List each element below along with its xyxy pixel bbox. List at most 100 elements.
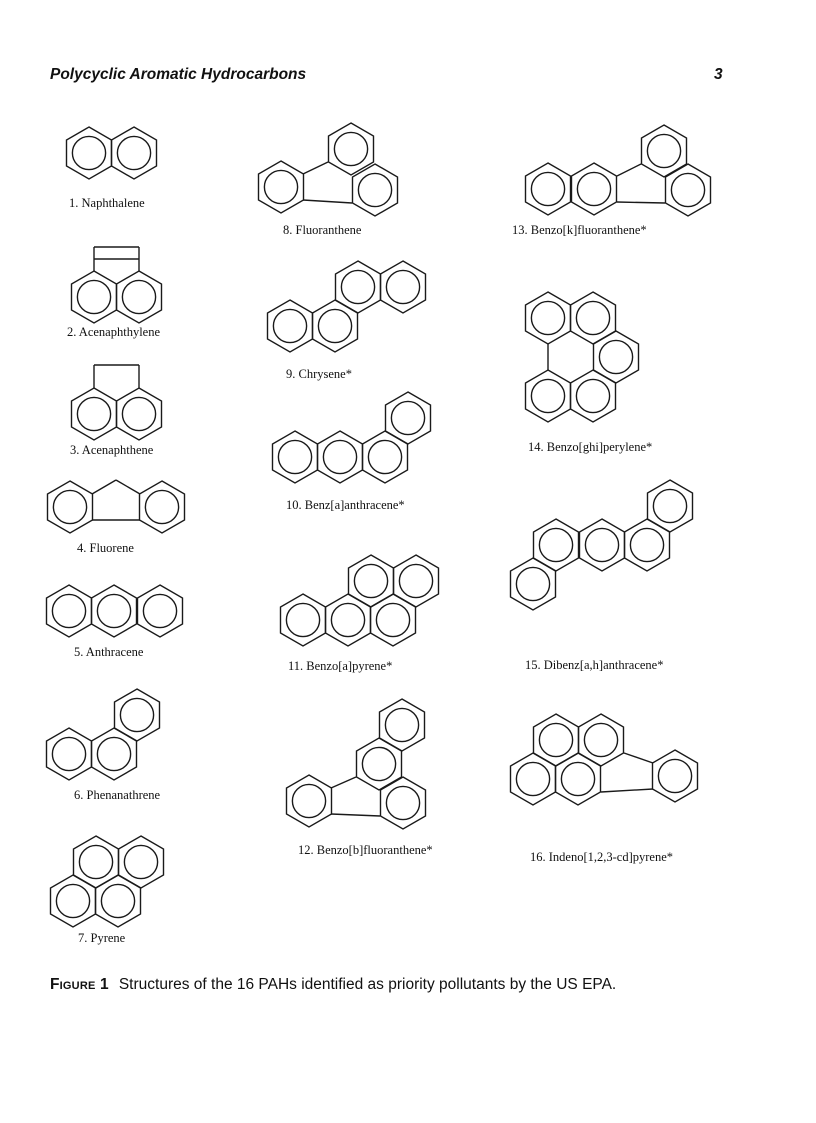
structure-fluorene xyxy=(46,479,186,534)
aromatic-circle xyxy=(538,722,574,758)
aromatic-circle xyxy=(277,439,313,475)
hexagon-ring xyxy=(271,430,319,484)
hexagon-ring xyxy=(117,835,165,889)
structure-benzo-k-fluoranthene xyxy=(524,124,712,217)
hexagon-ring xyxy=(49,874,97,928)
structure-benz-a-anthracene xyxy=(271,391,432,484)
aromatic-circle xyxy=(142,593,178,629)
aromatic-circle xyxy=(646,133,682,169)
aromatic-circle xyxy=(361,746,397,782)
hexagon-ring xyxy=(569,369,617,423)
aromatic-circle xyxy=(322,439,358,475)
aromatic-circle xyxy=(390,400,426,436)
aromatic-circle xyxy=(367,439,403,475)
structure-benzo-b-fluoranthene xyxy=(285,698,427,830)
aromatic-circle xyxy=(71,135,107,171)
aromatic-circle xyxy=(330,602,366,638)
structure-label: 9. Chrysene* xyxy=(286,367,352,381)
bond-line xyxy=(616,201,666,204)
hexagon-ring xyxy=(392,554,440,608)
figure-caption-text: Structures of the 16 PAHs identified as … xyxy=(118,976,617,993)
structure-anthracene xyxy=(45,584,184,638)
aromatic-circle xyxy=(51,736,87,772)
aromatic-circle xyxy=(333,131,369,167)
structure-label: 3. Acenaphthene xyxy=(70,443,154,457)
hexagon-ring xyxy=(138,480,186,534)
aromatic-circle xyxy=(285,602,321,638)
hexagon-ring xyxy=(361,430,409,484)
structure-label: 16. Indeno[1,2,3-cd]pyrene* xyxy=(530,850,674,864)
structure-fluoranthene xyxy=(257,122,399,217)
aromatic-circle xyxy=(530,300,566,336)
page-number: 3 xyxy=(714,66,723,83)
aromatic-circle xyxy=(116,135,152,171)
hexagon-ring xyxy=(524,369,572,423)
hexagon-ring xyxy=(351,163,399,217)
hexagon-ring xyxy=(285,774,333,828)
figure-caption: Figure 1 Structures of the 16 PAHs identi… xyxy=(50,974,730,995)
aromatic-circle xyxy=(96,593,132,629)
hexagon-ring xyxy=(136,584,184,638)
structure-dibenz-a-h-anthracene xyxy=(509,479,694,611)
structure-label: 15. Dibenz[a,h]anthracene* xyxy=(525,658,664,672)
aromatic-circle xyxy=(51,593,87,629)
aromatic-circle xyxy=(560,761,596,797)
hexagon-ring xyxy=(532,713,580,767)
figure-caption-tag: Figure 1 xyxy=(50,976,109,993)
hexagon-ring xyxy=(646,479,694,533)
hexagon-ring xyxy=(115,270,163,324)
hexagon-ring xyxy=(640,124,688,178)
aromatic-circle xyxy=(583,722,619,758)
hexagon-ring xyxy=(70,387,118,441)
aromatic-circle xyxy=(652,488,688,524)
hexagon-ring xyxy=(115,387,163,441)
aromatic-circle xyxy=(575,300,611,336)
bond-line xyxy=(302,199,353,204)
hexagon-ring xyxy=(369,593,417,647)
structure-label: 4. Fluorene xyxy=(77,541,134,555)
aromatic-circle xyxy=(123,844,159,880)
hexagon-ring xyxy=(334,260,382,314)
hexagon-ring xyxy=(379,260,427,314)
structure-acenaphthylene xyxy=(70,246,163,324)
structure-label: 1. Naphthalene xyxy=(69,196,145,210)
hexagon-ring xyxy=(664,163,712,217)
structure-benzo-a-pyrene xyxy=(279,554,440,647)
aromatic-circle xyxy=(144,489,180,525)
aromatic-circle xyxy=(575,378,611,414)
structure-indeno-1-2-3-cd-pyrene xyxy=(509,713,699,806)
structure-label: 11. Benzo[a]pyrene* xyxy=(288,659,393,673)
aromatic-circle xyxy=(317,308,353,344)
bond-line xyxy=(115,479,141,495)
aromatic-circle xyxy=(357,172,393,208)
hexagon-ring xyxy=(90,727,138,781)
hexagon-ring xyxy=(509,557,557,611)
aromatic-circle xyxy=(530,171,566,207)
hexagon-ring xyxy=(623,518,671,572)
aromatic-circle xyxy=(584,527,620,563)
aromatic-circle xyxy=(515,761,551,797)
structure-label: 13. Benzo[k]fluoranthene* xyxy=(512,223,647,237)
hexagon-ring xyxy=(327,122,375,176)
hexagon-ring xyxy=(532,518,580,572)
aromatic-circle xyxy=(384,707,420,743)
hexagon-ring xyxy=(113,688,161,742)
structure-label: 14. Benzo[ghi]perylene* xyxy=(528,440,653,454)
bond-line xyxy=(600,788,654,793)
hexagon-ring xyxy=(592,330,640,384)
hexagon-ring xyxy=(90,584,138,638)
hexagon-ring xyxy=(257,160,305,214)
structure-chrysene xyxy=(266,260,427,353)
aromatic-circle xyxy=(385,785,421,821)
running-head-title: Polycyclic Aromatic Hydrocarbons xyxy=(50,66,307,83)
aromatic-circle xyxy=(398,563,434,599)
aromatic-circle xyxy=(515,566,551,602)
hexagon-ring xyxy=(378,698,426,752)
aromatic-circle xyxy=(375,602,411,638)
hexagon-ring xyxy=(651,749,699,803)
hexagon-ring xyxy=(279,593,327,647)
structure-label: 8. Fluoranthene xyxy=(283,223,362,237)
hexagon-ring xyxy=(524,291,572,345)
